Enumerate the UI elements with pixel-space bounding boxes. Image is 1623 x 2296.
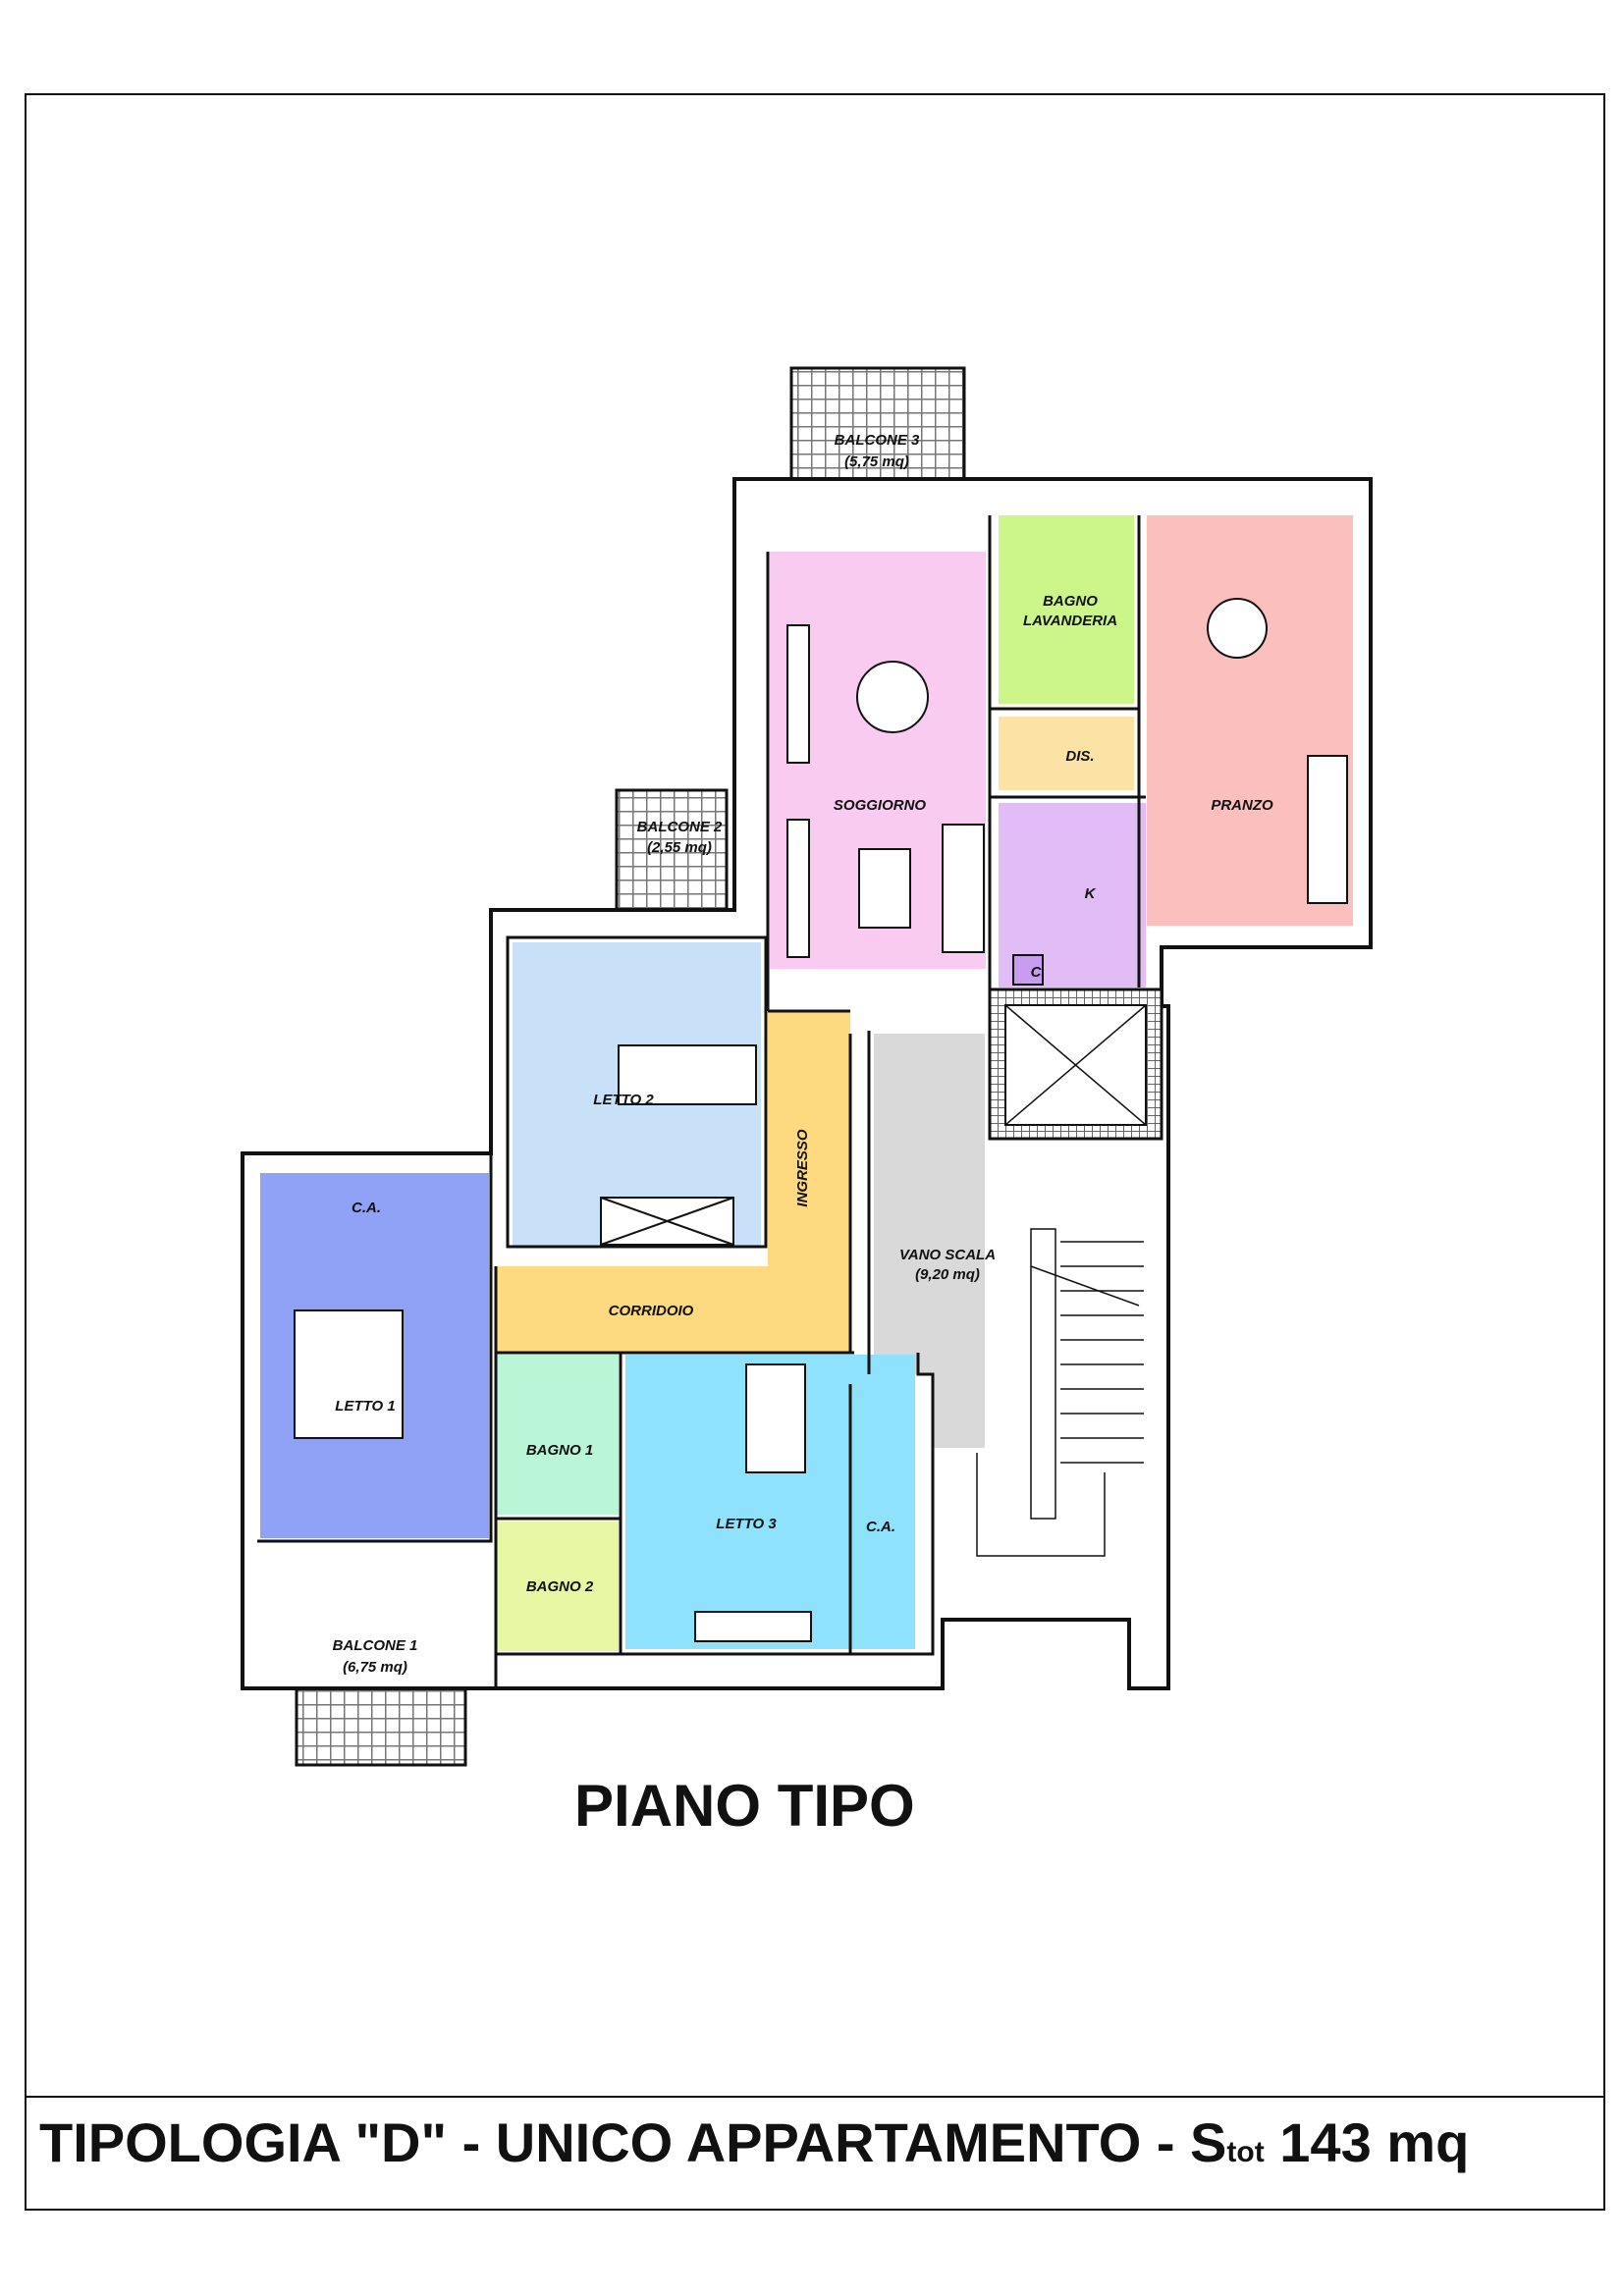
dis-label: DIS.	[1065, 748, 1094, 765]
footer-s-subscript: tot	[1226, 2136, 1265, 2168]
plan-title: PIANO TIPO	[574, 1773, 915, 1839]
dis-room	[999, 717, 1134, 790]
ingresso-corridoio-room	[496, 1011, 850, 1353]
balcone-1-area-label: (6,75 mq)	[343, 1659, 407, 1676]
vano-scala-room	[874, 1034, 985, 1448]
bagno-2-room	[496, 1522, 619, 1651]
bagno-lavanderia-label-2: LAVANDERIA	[1023, 613, 1117, 629]
ca-3-label: C.A.	[866, 1519, 895, 1535]
drawing-frame	[25, 93, 1605, 2211]
balcone-3-area-label: (5,75 mq)	[844, 454, 909, 470]
letto-1-label: LETTO 1	[335, 1398, 395, 1415]
c-label: C	[1031, 964, 1043, 981]
vano-scala-area-label: (9,20 mq)	[915, 1266, 980, 1283]
bagno-2-label: BAGNO 2	[526, 1578, 594, 1595]
footer-title: TIPOLOGIA "D" - UNICO APPARTAMENTO - Sto…	[39, 2110, 1469, 2174]
footer-suffix: 143 mq	[1264, 2111, 1470, 2173]
balcone-3-label: BALCONE 3	[835, 432, 920, 449]
letto-3-label: LETTO 3	[716, 1516, 777, 1532]
title-block	[25, 2096, 1605, 2211]
c-closet	[1012, 954, 1044, 986]
furniture	[294, 598, 1348, 1642]
bagno-lavanderia-room	[999, 515, 1134, 704]
footer-prefix: TIPOLOGIA "D" - UNICO APPARTAMENTO -	[39, 2111, 1191, 2173]
balcone-2-area-label: (2,55 mq)	[647, 839, 712, 856]
balcone-2-label: BALCONE 2	[637, 819, 723, 835]
pranzo-label: PRANZO	[1211, 797, 1273, 814]
soggiorno-label: SOGGIORNO	[834, 797, 927, 814]
ingresso-label: INGRESSO	[794, 1129, 811, 1207]
bagno-lavanderia-label-1: BAGNO	[1043, 593, 1098, 610]
interior-walls	[257, 515, 1146, 1688]
k-label: K	[1085, 885, 1097, 902]
letto-2-label: LETTO 2	[593, 1092, 654, 1108]
bagno-1-room	[496, 1355, 619, 1515]
bagno-1-label: BAGNO 1	[526, 1442, 593, 1459]
ca-1-label: C.A.	[352, 1200, 381, 1216]
staircase	[976, 1228, 1144, 1557]
vano-scala-label: VANO SCALA	[899, 1247, 996, 1263]
corridoio-label: CORRIDOIO	[609, 1303, 694, 1319]
footer-s: S	[1190, 2111, 1227, 2173]
balcone-1-label: BALCONE 1	[333, 1637, 418, 1654]
elevator-cross	[1004, 1004, 1147, 1126]
